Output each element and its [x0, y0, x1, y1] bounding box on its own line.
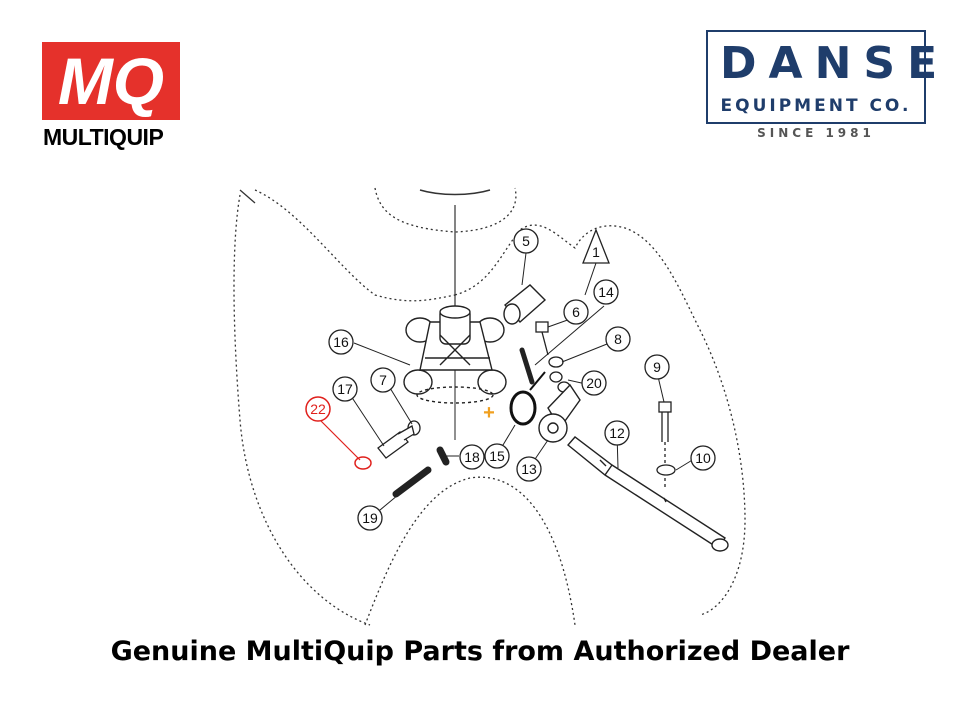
- danse-subtitle: EQUIPMENT CO.: [720, 96, 912, 116]
- sleeve-part: [503, 284, 547, 325]
- spring-part: [509, 390, 537, 426]
- callout-10: 10: [695, 450, 711, 466]
- multiquip-logo: MQ: [42, 42, 182, 154]
- arm-part: [538, 383, 581, 443]
- mq-mark-icon: MQ: [42, 42, 180, 120]
- housing-outline-bottom: [364, 476, 576, 626]
- callout-8: 8: [614, 331, 622, 347]
- callout-12: 12: [609, 425, 625, 441]
- housing-outline-left: [233, 194, 371, 626]
- hub-assembly: [403, 305, 507, 404]
- callout-6: 6: [572, 304, 580, 320]
- danse-since: SINCE 1981: [757, 126, 875, 140]
- housing-outline-top-center: [374, 187, 517, 233]
- callout-9: 9: [653, 359, 661, 375]
- callout-13: 13: [521, 461, 537, 477]
- callout-14: 14: [598, 284, 614, 300]
- mq-mark-text: MQ: [58, 44, 164, 118]
- callout-17: 17: [337, 381, 353, 397]
- callout-22: 22: [310, 401, 326, 417]
- callout-15: 15: [489, 448, 505, 464]
- callout-20: 20: [586, 375, 602, 391]
- danse-name: DANSE: [720, 38, 950, 89]
- bolt-part: [535, 321, 549, 356]
- callout-1: 1: [592, 244, 600, 260]
- shaft-part: [566, 436, 729, 552]
- caption: Genuine MultiQuip Parts from Authorized …: [110, 636, 850, 667]
- callout-5: 5: [522, 233, 530, 249]
- multiquip-wordmark: MULTIQUIP: [43, 124, 164, 150]
- callout-7: 7: [379, 372, 387, 388]
- callout-18: 18: [464, 449, 480, 465]
- danse-logo: DANSE EQUIPMENT CO.: [706, 30, 950, 124]
- housing-outline-top-left: [254, 189, 456, 302]
- callout-16: 16: [333, 334, 349, 350]
- callout-19: 19: [362, 510, 378, 526]
- svg-text:+: +: [483, 402, 495, 424]
- grease-fitting-part: [377, 425, 415, 459]
- highlighted-part-22: [354, 456, 372, 470]
